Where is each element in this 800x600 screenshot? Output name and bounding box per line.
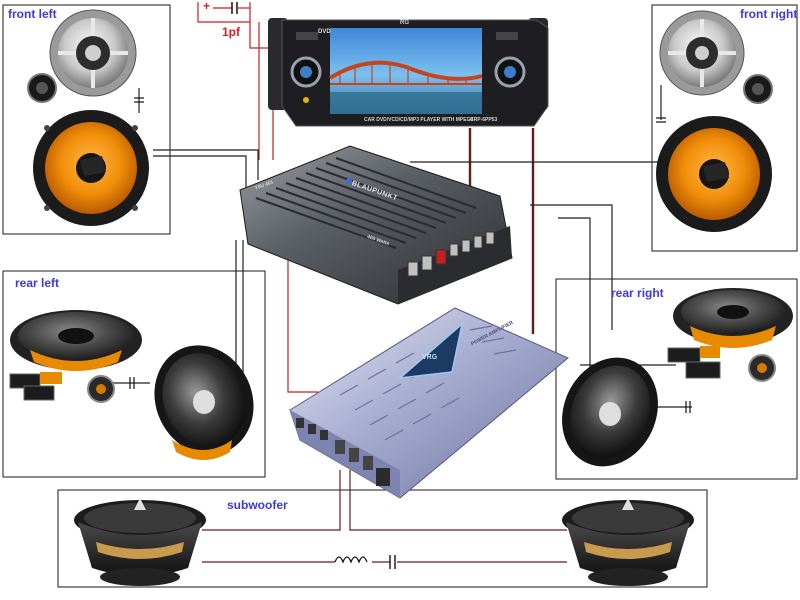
- rear-right-components: [562, 288, 793, 467]
- subwoofer-right: [562, 498, 694, 586]
- woofer-icon: [656, 116, 772, 232]
- wire-sub-right: [349, 470, 567, 531]
- inductor-icon: [334, 556, 368, 564]
- sub-amp-connectors: [296, 418, 390, 486]
- capacitor-rear-left-icon: [129, 377, 135, 389]
- crossover-icon: [667, 346, 721, 379]
- head-unit-caption: CAR DVD/VCD/CD/MP3 PLAYER WITH MPEG4: [364, 117, 474, 123]
- sub-amp-brand: VRG: [422, 354, 438, 361]
- tweeter-icon: [743, 74, 773, 104]
- tweeter-icon: [748, 354, 776, 382]
- capacitor-front-left-icon: [134, 97, 144, 103]
- label-front-right: front right: [740, 7, 798, 21]
- tweeter-icon: [87, 375, 115, 403]
- speaker-icon: [10, 310, 142, 371]
- subwoofer-left: [74, 498, 206, 586]
- tweeter-icon: [27, 73, 57, 103]
- capacitor-front-right-icon: [656, 117, 666, 123]
- head-unit-display-type: DVD: [318, 29, 331, 35]
- coaxial-speaker-icon: [562, 357, 658, 467]
- head-unit-brand: RG: [400, 20, 409, 26]
- rear-left-box: [2, 270, 266, 478]
- wire-rear-right-a: [558, 217, 591, 370]
- subwoofer-box: [57, 489, 708, 588]
- front-left-components: [27, 9, 149, 226]
- wire-front-left-a: [153, 149, 259, 180]
- crossover-icon: [9, 372, 62, 401]
- head-unit-model: CRP-6PP53: [470, 117, 498, 123]
- main-amplifier: [239, 145, 513, 305]
- speaker-icon: [659, 10, 745, 96]
- capacitor-sub-icon: [389, 555, 396, 569]
- label-rear-right: rear right: [611, 286, 664, 300]
- speaker-icon: [49, 9, 137, 97]
- front-right-components: [656, 10, 773, 232]
- rear-right-box: [555, 278, 798, 480]
- front-left-box: [2, 4, 171, 235]
- capacitor-rear-right-icon: [685, 401, 691, 413]
- amp-terminals: [407, 231, 495, 277]
- head-unit: [268, 18, 549, 127]
- wire-front-right-b: [530, 204, 613, 330]
- label-front-left: front left: [8, 7, 57, 21]
- label-capacitor-value: 1pf: [222, 25, 240, 39]
- coaxial-speaker-icon: [154, 345, 254, 460]
- capacitor-icon: [213, 2, 250, 14]
- wire-sub-left: [202, 470, 341, 531]
- label-subwoofer: subwoofer: [227, 498, 288, 512]
- label-rear-left: rear left: [15, 276, 60, 290]
- label-plus: +: [203, 0, 211, 13]
- speaker-icon: [673, 288, 793, 348]
- sub-amplifier: [289, 307, 569, 499]
- sub-amp-badge: [397, 321, 464, 380]
- front-right-box: [651, 4, 798, 252]
- wire-front-left-b: [153, 155, 247, 190]
- woofer-icon: [33, 110, 149, 226]
- wire-power-main-down: [287, 230, 318, 393]
- rear-left-components: [9, 310, 254, 460]
